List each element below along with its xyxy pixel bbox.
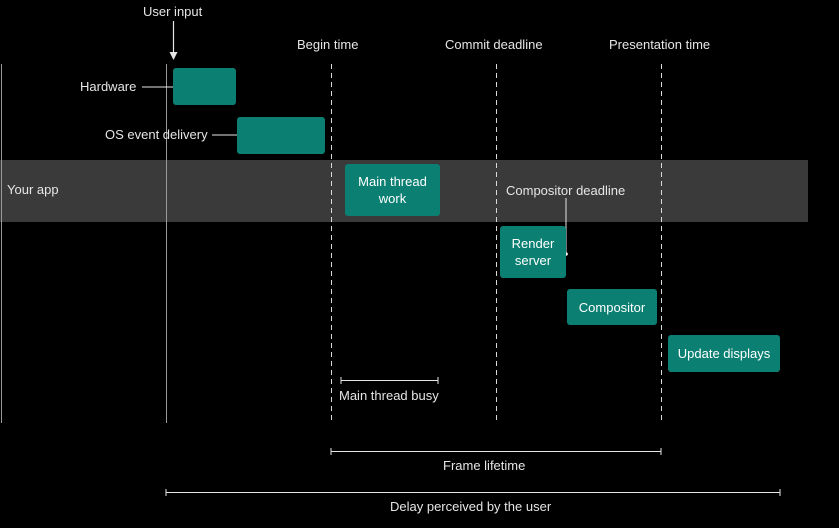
begin-time-label: Begin time (297, 37, 359, 52)
presentation-time-label: Presentation time (609, 37, 711, 52)
user-input-arrowhead (169, 52, 178, 60)
render-server-box: Render server (500, 226, 566, 278)
update-displays-box: Update displays (668, 335, 780, 372)
os-event-delivery-box (237, 117, 325, 154)
delay-perceived-label: Delay perceived by the user (390, 499, 552, 514)
hardware-label: Hardware (80, 79, 137, 94)
compositor-deadline-label: Compositor deadline (506, 183, 626, 198)
main-thread-busy-label: Main thread busy (339, 388, 439, 403)
compositor-box: Compositor (567, 289, 657, 325)
frame-lifetime-label: Frame lifetime (443, 458, 526, 473)
hardware-box (173, 68, 236, 105)
os-event-delivery-label: OS event delivery (105, 127, 208, 142)
user-input-label: User input (143, 4, 203, 19)
main-thread-work-box: Main thread work (345, 164, 440, 216)
commit-deadline-label: Commit deadline (445, 37, 543, 52)
your-app-label: Your app (7, 182, 59, 197)
